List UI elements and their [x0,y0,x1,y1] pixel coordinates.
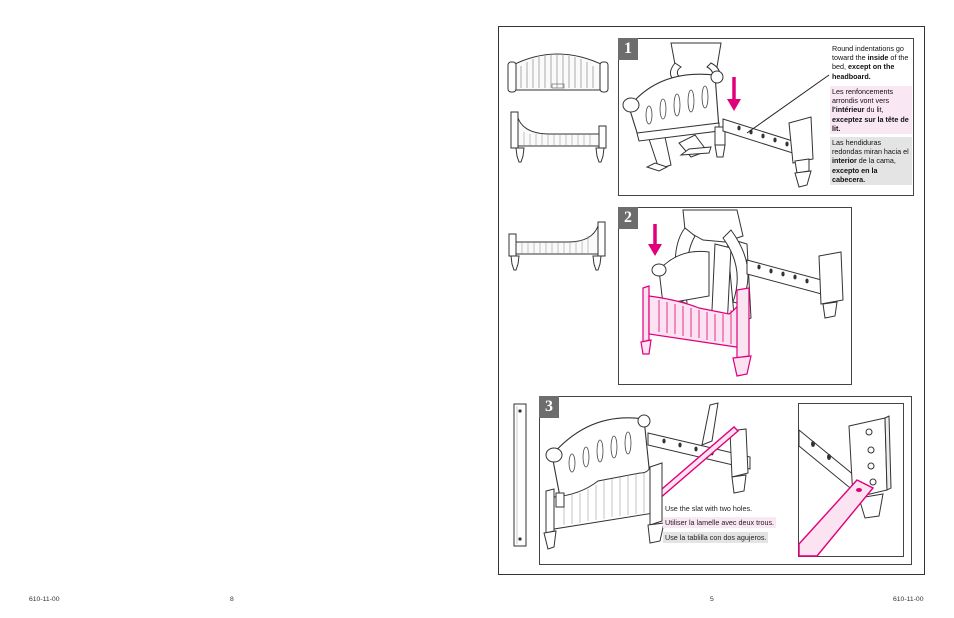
footer-left-page-number: 8 [230,596,234,603]
step-1-note-es: Las hendiduras redondas miran hacia el i… [830,137,912,186]
step-1-note-en: Round indentations go toward the inside … [832,44,909,81]
bed-side-thumbnail-1 [510,111,607,163]
headboard-thumbnail [507,53,609,93]
step-3-note-en: Use the slat with two holes. [665,504,753,513]
step-3-badge: 3 [539,396,559,418]
bed-side-thumbnail-2 [508,221,606,271]
step-3-illustration [543,402,751,550]
page-frame [498,26,925,575]
footer-left-code: 610-11-00 [29,596,60,603]
step-3-note-es: Use la tablilla con dos agujeros. [663,532,769,543]
step-1-badge: 1 [618,38,638,60]
step-2-badge: 2 [618,207,638,229]
footer-right-code: 610-11-00 [893,596,924,603]
step-3-detail-illustration [798,415,892,557]
step-3-note-fr: Utiliser la lamelle avec deux trous. [663,517,777,528]
footer-right-page-number: 5 [710,596,714,603]
step-1-illustration [622,42,830,188]
step-2-illustration [640,209,844,377]
slat-two-holes-icon [513,403,527,547]
step-1-note-fr: Les renfoncements arrondis vont vers l'i… [830,86,912,135]
